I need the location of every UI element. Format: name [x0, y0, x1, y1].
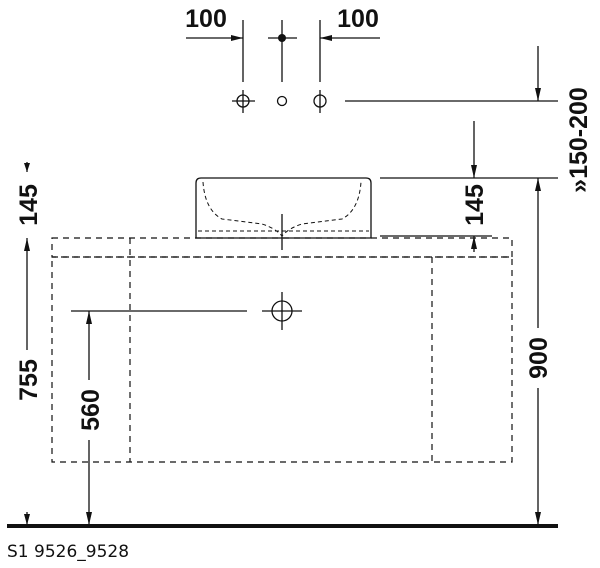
basin: [195, 177, 372, 250]
tap-height-range-label: »150-200: [565, 87, 593, 193]
article-code: S1 9526_9528: [7, 542, 129, 562]
basin-height-right-label: 145: [461, 184, 489, 226]
basin-height-left-label: 145: [15, 184, 43, 226]
tap-holes: [232, 90, 327, 113]
tap-offset-right-label: 100: [337, 5, 379, 33]
counter-height-label: 755: [15, 359, 43, 401]
waste-height-label: 560: [77, 389, 105, 431]
tap-offset-left-label: 100: [185, 5, 227, 33]
tap-hole-dimension: [186, 20, 380, 82]
tap-height-dimension: [345, 46, 558, 525]
cabinet-height-label: 900: [525, 337, 553, 379]
counter-height-dimension: [24, 162, 30, 525]
vanity-unit: [51, 237, 513, 463]
waste-height-dimension: [77, 311, 101, 525]
basin-height-dimension: [380, 121, 492, 252]
waste-outlet: [71, 292, 302, 330]
